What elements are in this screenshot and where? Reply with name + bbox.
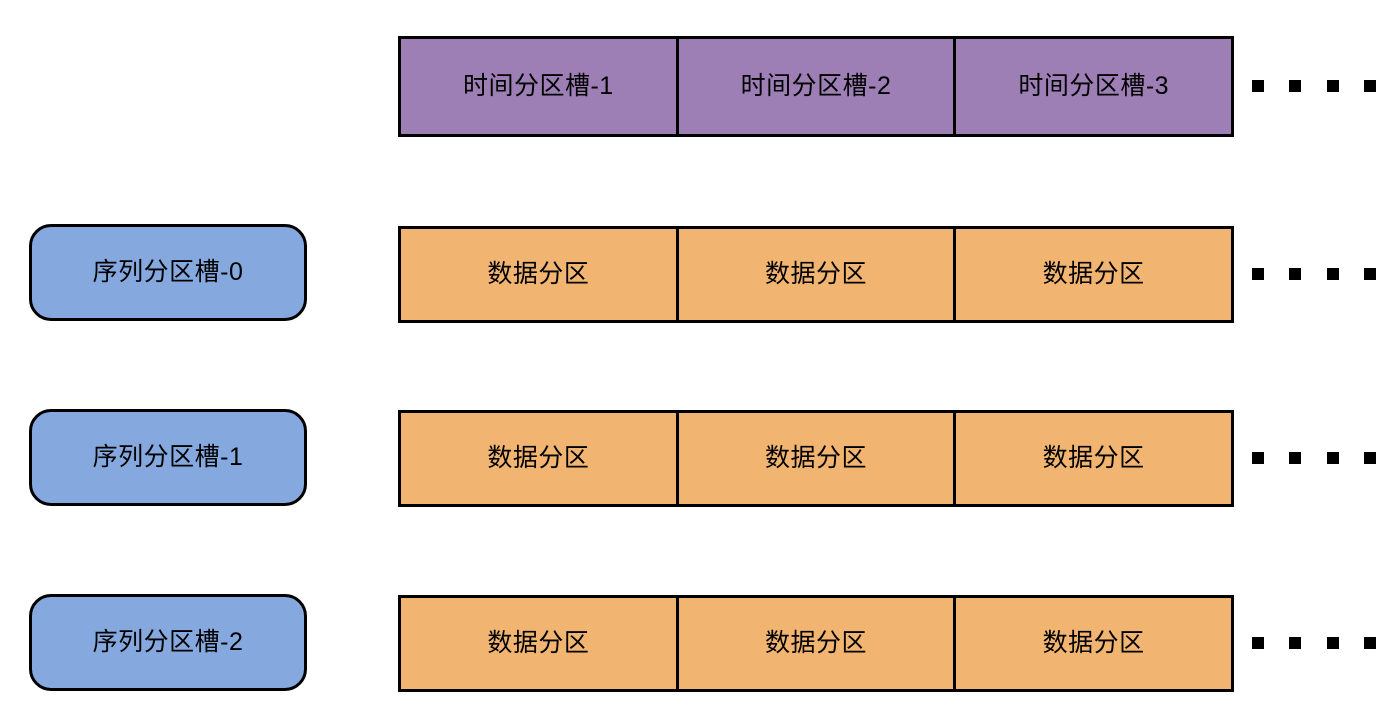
ellipsis-dot-icon <box>1363 80 1376 92</box>
data-partition-cell[interactable]: 数据分区 <box>678 598 957 689</box>
ellipsis-dot-icon <box>1326 637 1339 649</box>
time-partition-ellipsis <box>1252 80 1376 92</box>
sequence-slot-label-2[interactable]: 序列分区槽-2 <box>29 594 307 691</box>
data-partition-cell[interactable]: 数据分区 <box>401 413 679 504</box>
ellipsis-dot-icon <box>1252 80 1264 92</box>
data-partition-cell[interactable]: 数据分区 <box>678 229 957 320</box>
data-partition-cell[interactable]: 数据分区 <box>956 598 1232 689</box>
ellipsis-dot-icon <box>1363 452 1376 464</box>
ellipsis-dot-icon <box>1326 268 1339 280</box>
data-partition-ellipsis-2 <box>1252 637 1376 649</box>
data-partition-cell[interactable]: 数据分区 <box>956 229 1232 320</box>
ellipsis-dot-icon <box>1289 637 1302 649</box>
data-partition-strip-1: 数据分区 数据分区 数据分区 <box>398 410 1234 507</box>
sequence-slot-label-text: 序列分区槽-0 <box>92 258 244 286</box>
ellipsis-dot-icon <box>1326 452 1339 464</box>
time-partition-strip: 时间分区槽-1 时间分区槽-2 时间分区槽-3 <box>398 36 1234 137</box>
ellipsis-dot-icon <box>1252 452 1264 464</box>
ellipsis-dot-icon <box>1363 637 1376 649</box>
time-partition-cell[interactable]: 时间分区槽-3 <box>956 39 1232 134</box>
sequence-slot-label-0[interactable]: 序列分区槽-0 <box>29 224 307 321</box>
sequence-slot-label-1[interactable]: 序列分区槽-1 <box>29 409 307 506</box>
data-partition-strip-0: 数据分区 数据分区 数据分区 <box>398 226 1234 323</box>
ellipsis-dot-icon <box>1289 268 1302 280</box>
data-partition-cell[interactable]: 数据分区 <box>678 413 957 504</box>
sequence-slot-label-text: 序列分区槽-1 <box>92 443 244 471</box>
data-partition-ellipsis-0 <box>1252 268 1376 280</box>
data-partition-strip-2: 数据分区 数据分区 数据分区 <box>398 595 1234 692</box>
data-partition-cell[interactable]: 数据分区 <box>956 413 1232 504</box>
data-partition-cell[interactable]: 数据分区 <box>401 598 679 689</box>
ellipsis-dot-icon <box>1326 80 1339 92</box>
ellipsis-dot-icon <box>1289 80 1302 92</box>
ellipsis-dot-icon <box>1289 452 1302 464</box>
ellipsis-dot-icon <box>1363 268 1376 280</box>
ellipsis-dot-icon <box>1252 268 1264 280</box>
data-partition-cell[interactable]: 数据分区 <box>401 229 679 320</box>
data-partition-ellipsis-1 <box>1252 452 1376 464</box>
sequence-slot-label-text: 序列分区槽-2 <box>92 628 244 656</box>
time-partition-cell[interactable]: 时间分区槽-1 <box>401 39 679 134</box>
ellipsis-dot-icon <box>1252 637 1264 649</box>
time-partition-cell[interactable]: 时间分区槽-2 <box>678 39 957 134</box>
